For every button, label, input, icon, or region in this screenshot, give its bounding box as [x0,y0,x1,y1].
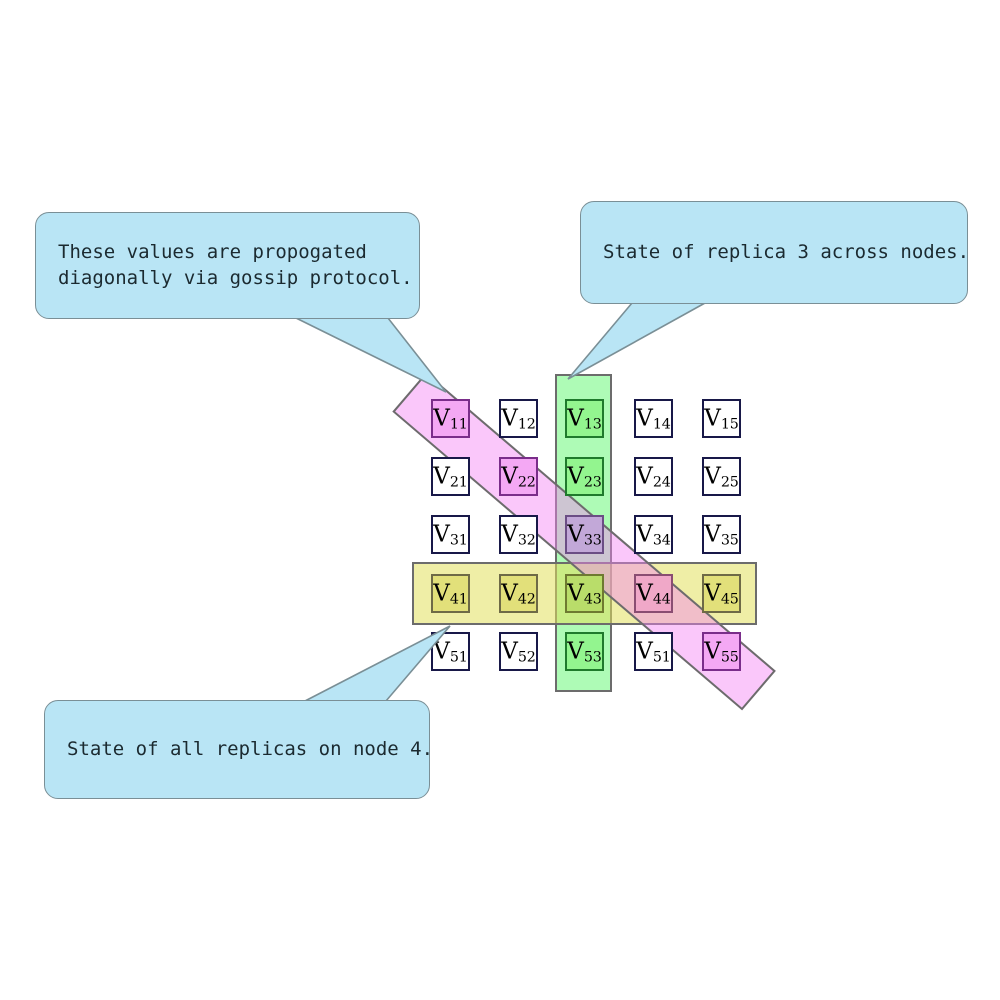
grid-cell-v31[interactable]: V31 [431,515,470,554]
cell-label: V23 [567,463,602,491]
cell-label: V34 [636,521,671,549]
cell-label: V41 [433,580,468,608]
callout-node-note-text: State of all replicas on node 4. [67,737,434,760]
grid-cell-v12[interactable]: V12 [499,399,538,438]
grid-cell-v45[interactable]: V45 [702,574,741,613]
grid-cell-v24[interactable]: V24 [634,457,673,496]
grid-cell-v55[interactable]: V55 [702,632,741,671]
grid-cell-v21[interactable]: V21 [431,457,470,496]
cell-label: V22 [501,463,536,491]
cell-label: V51 [433,638,468,666]
cell-label: V44 [636,580,671,608]
cell-label: V53 [567,638,602,666]
grid-cell-v22[interactable]: V22 [499,457,538,496]
grid-cell-v15[interactable]: V15 [702,399,741,438]
grid-cell-v23[interactable]: V23 [565,457,604,496]
grid-cell-v34[interactable]: V34 [634,515,673,554]
callout-tail-replica-note [567,302,709,380]
cell-label: V52 [501,638,536,666]
callout-replica-note-text: State of replica 3 across nodes. [603,240,970,263]
callout-diagonal-note-text: These values are propogated diagonally v… [58,240,413,289]
cell-label: V11 [433,405,468,433]
cell-label: V13 [567,405,602,433]
grid-cell-v33[interactable]: V33 [565,515,604,554]
grid-cell-v11[interactable]: V11 [431,399,470,438]
cell-label: V55 [704,638,739,666]
cell-label: V12 [501,405,536,433]
cell-label: V45 [704,580,739,608]
cell-label: V42 [501,580,536,608]
grid-cell-v53[interactable]: V53 [565,632,604,671]
grid-cell-v14[interactable]: V14 [634,399,673,438]
callout-replica-note[interactable]: State of replica 3 across nodes. [580,201,969,304]
cell-label: V32 [501,521,536,549]
grid-cell-v54[interactable]: V51 [634,632,673,671]
cell-label: V14 [636,405,671,433]
cell-label: V15 [704,405,739,433]
grid-cell-v41[interactable]: V41 [431,574,470,613]
cell-label: V33 [567,521,602,549]
cell-label: V43 [567,580,602,608]
callout-tail-node-note [304,625,451,702]
cell-label: V31 [433,521,468,549]
grid-cell-v13[interactable]: V13 [565,399,604,438]
grid-cell-v51[interactable]: V51 [431,632,470,671]
cell-label: V24 [636,463,671,491]
grid-cell-v25[interactable]: V25 [702,457,741,496]
grid-cell-v32[interactable]: V32 [499,515,538,554]
cell-label: V21 [433,463,468,491]
cell-label: V51 [636,638,671,666]
callout-diagonal-note[interactable]: These values are propogated diagonally v… [35,212,420,319]
cell-label: V35 [704,521,739,549]
callout-node-note[interactable]: State of all replicas on node 4. [44,700,433,799]
grid-cell-v42[interactable]: V42 [499,574,538,613]
grid-cell-v43[interactable]: V43 [565,574,604,613]
grid-cell-v52[interactable]: V52 [499,632,538,671]
grid-cell-v44[interactable]: V44 [634,574,673,613]
cell-label: V25 [704,463,739,491]
grid-cell-v35[interactable]: V35 [702,515,741,554]
